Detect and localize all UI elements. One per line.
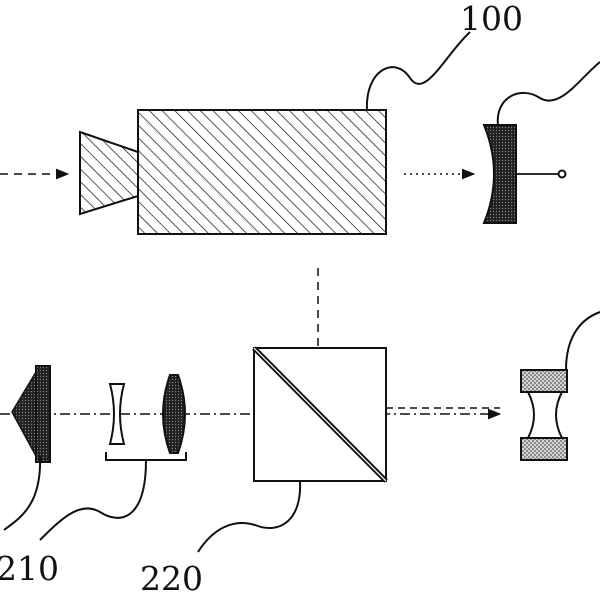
label-lens-group: 210 (0, 549, 59, 588)
beam-splitter (252, 346, 388, 483)
concave-mirror (482, 124, 567, 224)
label-beam-splitter: 220 (140, 559, 203, 598)
camera (79, 109, 387, 235)
prism-element (11, 365, 51, 463)
mirror-pivot-dot (557, 169, 567, 179)
lower-ring (520, 437, 568, 461)
camera-body (137, 109, 387, 235)
convex-lens (162, 374, 186, 454)
leader-lens-group (39, 459, 147, 541)
biconcave-lens (526, 391, 564, 439)
leader-camera (365, 31, 471, 111)
leader-mirror (496, 61, 600, 126)
upper-ring (520, 369, 568, 393)
camera-lens-hood (79, 130, 139, 216)
concave-lens (108, 383, 126, 445)
leader-right-lens (565, 311, 600, 371)
leader-beam-splitter (197, 480, 302, 553)
right-lens-assembly (520, 369, 568, 461)
leader-prism (3, 454, 42, 531)
label-camera: 100 (460, 0, 523, 38)
lens-group (105, 374, 187, 461)
